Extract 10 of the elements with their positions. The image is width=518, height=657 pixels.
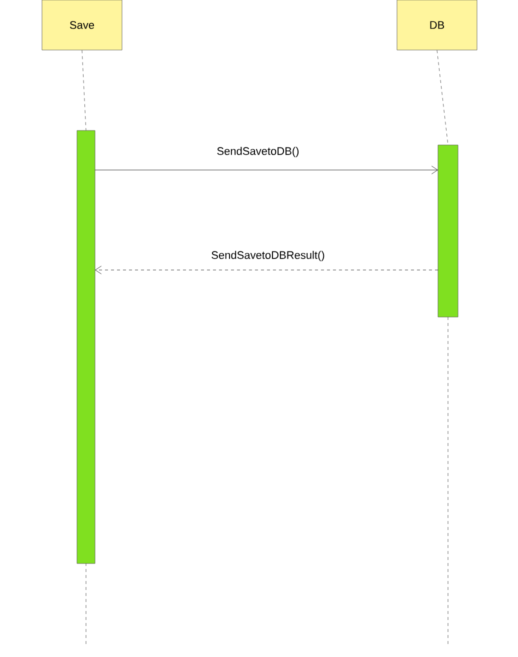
participant-box: Save (42, 0, 122, 50)
message-arrow (94, 166, 438, 174)
activation-bar (438, 144, 458, 318)
edge-label: SendSavetoDB() (216, 146, 300, 158)
activation-bar (76, 130, 96, 564)
edge-label: SendSavetoDBResult() (210, 250, 326, 262)
participant-box: DB (396, 0, 478, 50)
lifeline (436, 50, 448, 145)
message-arrow (95, 266, 438, 274)
lifeline (82, 50, 86, 130)
